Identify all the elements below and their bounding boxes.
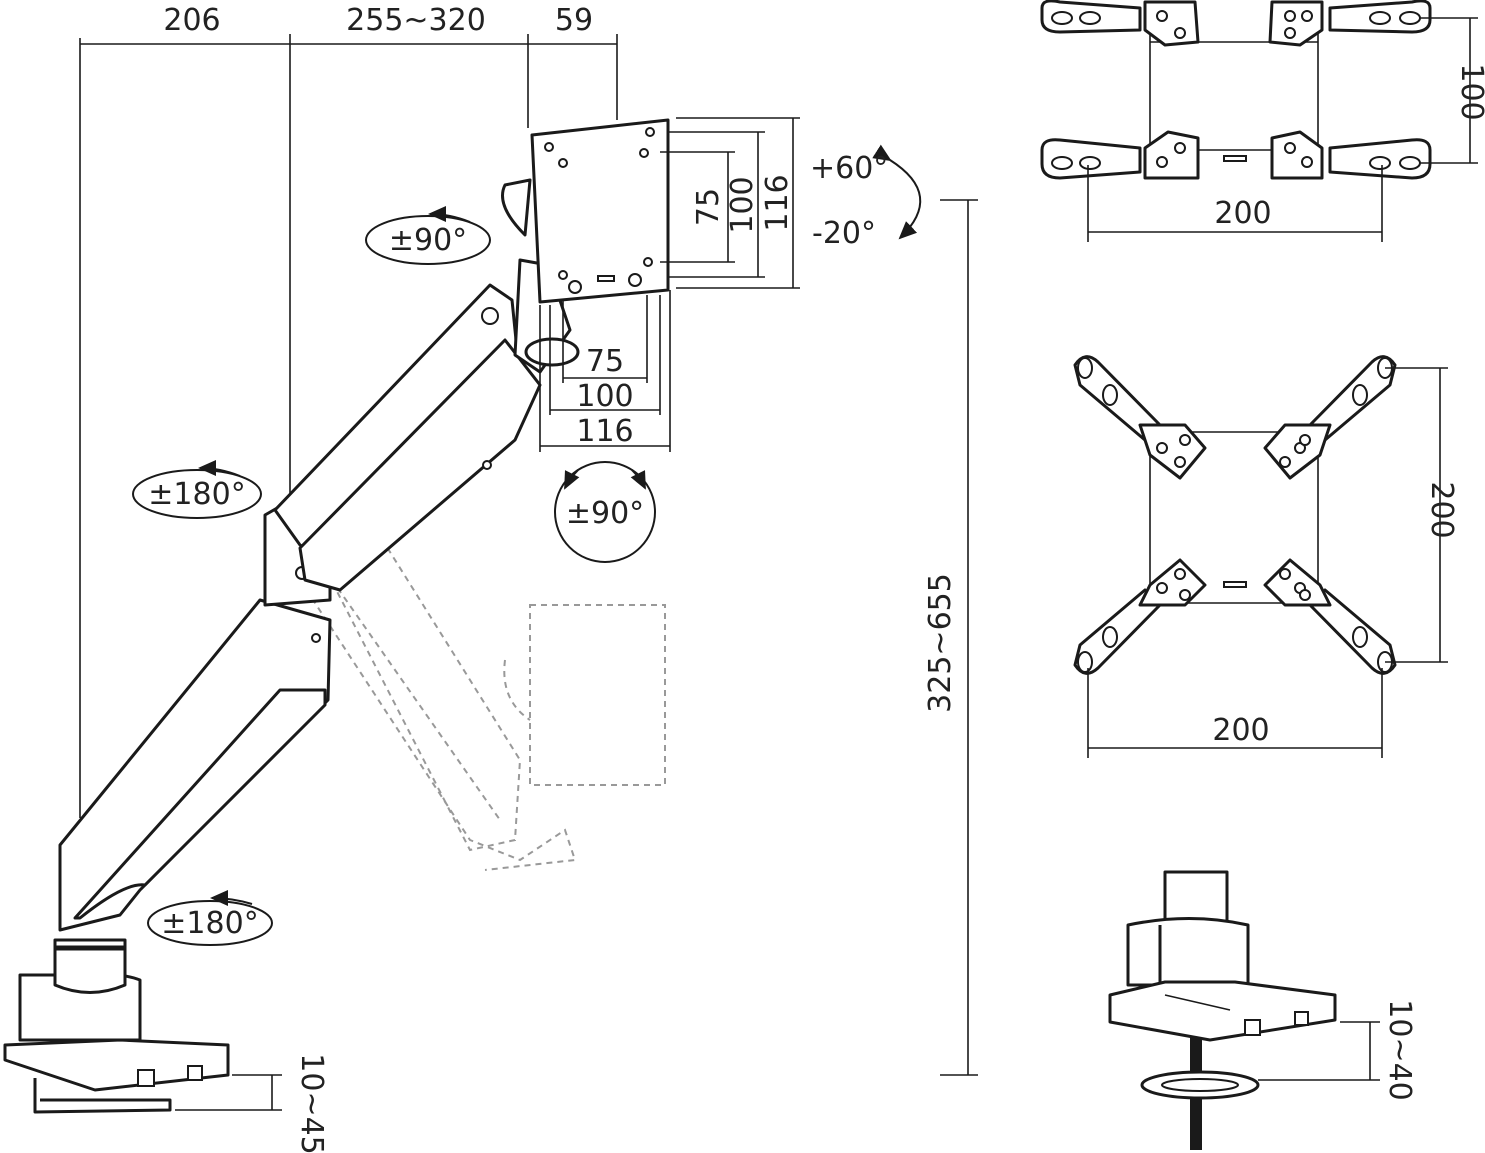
- ext-200x200-dimension-lines: [1087, 367, 1448, 758]
- swivel-upper-ellipse-icon: [132, 469, 262, 519]
- dimension-59: 59: [555, 3, 593, 38]
- height-range-label: 325~655: [923, 573, 958, 713]
- swivel-head-ellipse-icon: [365, 215, 491, 265]
- usb-port-icon: [137, 1069, 155, 1087]
- swivel-upper-label: ±180°: [148, 477, 245, 512]
- vesa-vertical-dimension-lines: [660, 117, 800, 289]
- dimension-255-320: 255~320: [346, 3, 486, 38]
- swivel-head-label: ±90°: [389, 223, 467, 258]
- plate-dimension-116: 116: [576, 414, 633, 449]
- audio-port-icon: [1294, 1011, 1309, 1026]
- grommet-base: [1108, 870, 1337, 1150]
- lower-arm: [58, 598, 332, 932]
- vesa-dimension-116: 116: [760, 174, 795, 231]
- lowered-arm-ghost: [288, 486, 666, 871]
- desk-clamp-dimension-lines: [175, 1074, 282, 1111]
- plate-dimension-100: 100: [576, 379, 633, 414]
- plate-dimension-75: 75: [586, 344, 624, 379]
- dimension-206: 206: [163, 3, 220, 38]
- vesa-dimension-100: 100: [725, 176, 760, 233]
- desk-clamp-label: 10~45: [294, 1053, 329, 1153]
- tilt-down-label: -20°: [812, 216, 876, 251]
- top-dimension-lines: [79, 34, 618, 818]
- upper-arm: [273, 283, 542, 592]
- plate-horizontal-dimension-lines: [539, 290, 671, 452]
- vesa-extension-200x100: [1040, 0, 1432, 180]
- usb-port-icon: [1244, 1019, 1261, 1036]
- rotate-screen-circle-icon: [554, 461, 656, 563]
- ext-200x100-dimension-lines: [1087, 17, 1478, 242]
- tilt-arc-icon: [872, 144, 922, 240]
- height-range-dimension-lines: [940, 199, 978, 1076]
- audio-port-icon: [187, 1065, 203, 1081]
- vesa-dimension-75: 75: [691, 188, 726, 226]
- swivel-base-ellipse-icon: [147, 900, 273, 946]
- grommet-label: 10~40: [1382, 999, 1417, 1100]
- swivel-base-label: ±180°: [161, 906, 258, 941]
- desk-clamp-base: [3, 938, 230, 1114]
- tilt-up-label: +60°: [810, 151, 888, 186]
- ext-dimension-200-bottom: 200: [1212, 713, 1269, 748]
- vesa-head: [501, 118, 670, 374]
- rotate-screen-label: ±90°: [566, 496, 644, 531]
- vesa-extension-200x200: [1073, 355, 1397, 675]
- grommet-dimension-lines: [1258, 1021, 1380, 1081]
- ext-dimension-200-top: 200: [1214, 196, 1271, 231]
- ext-dimension-200-vertical: 200: [1424, 481, 1459, 538]
- ext-dimension-100: 100: [1454, 63, 1485, 120]
